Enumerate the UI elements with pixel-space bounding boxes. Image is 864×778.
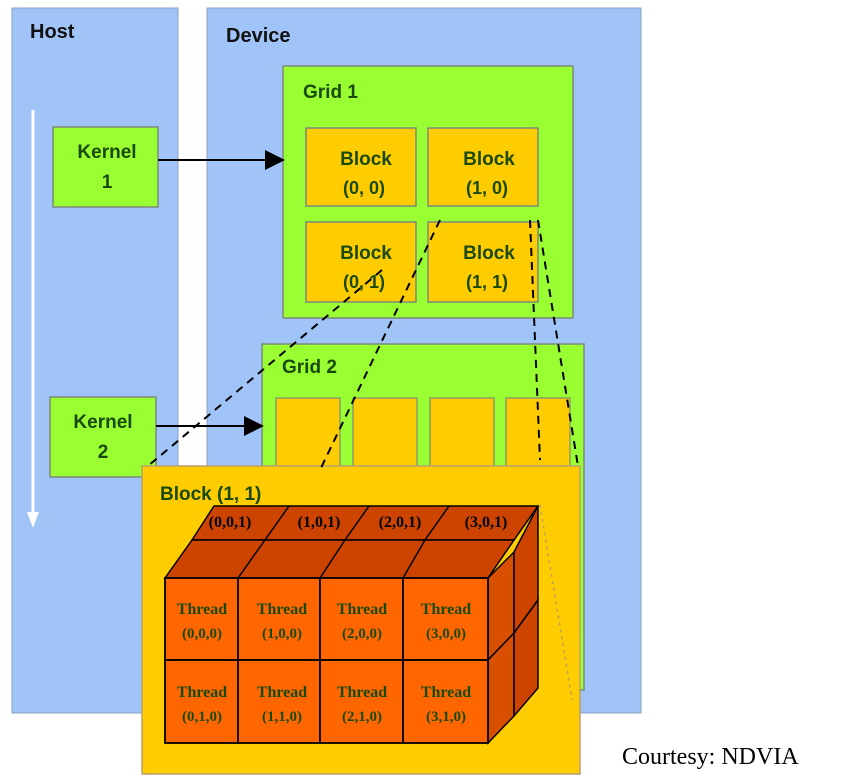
grid1-block-0-0 — [305, 127, 417, 207]
grid1-block-0-1-label: Block — [340, 243, 392, 264]
grid1-block-1-1-coord: (1, 1) — [466, 272, 508, 292]
thread-face-1-0-0 — [237, 577, 321, 661]
front-top-div-1 — [237, 539, 266, 579]
kernel-2-number: 2 — [98, 442, 109, 463]
back-top-div-3 — [424, 505, 450, 541]
front-top-div-2 — [319, 539, 346, 579]
thread-face-2-1-0 — [319, 659, 404, 744]
device-title: Device — [226, 25, 291, 47]
grid2-block-3 — [505, 397, 571, 479]
grid1-block-1-1 — [427, 221, 539, 303]
thread-coord-0-0-0: (0,0,0) — [182, 626, 222, 642]
top-thread-0: (0,0,1) — [209, 514, 252, 531]
host-title: Host — [30, 21, 75, 43]
zoom-line-2 — [319, 219, 441, 471]
cube-far-side-bottom — [513, 597, 539, 719]
host-timeline-arrowhead — [27, 512, 39, 528]
thread-face-1-1-0 — [237, 659, 321, 744]
back-top-div-1 — [264, 505, 290, 541]
grid1-block-1-0-coord: (1, 0) — [466, 178, 508, 198]
thread-face-0-1-0 — [164, 659, 239, 744]
front-top-div-3 — [402, 539, 426, 579]
grid1-block-0-0-label: Block — [340, 149, 392, 170]
thread-coord-0-1-0: (0,1,0) — [182, 709, 222, 725]
thread-coord-2-0-0: (2,0,0) — [342, 626, 382, 642]
thread-coord-2-1-0: (2,1,0) — [342, 709, 382, 725]
thread-coord-1-0-0: (1,0,0) — [262, 626, 302, 642]
thread-word-2-0-0: Thread — [337, 601, 387, 618]
thread-word-2-1-0: Thread — [337, 684, 387, 701]
grid-2-title: Grid 2 — [282, 357, 337, 378]
courtesy-caption: Courtesy: NDVIA — [622, 744, 799, 770]
thread-word-1-1-0: Thread — [257, 684, 307, 701]
top-thread-1: (1,0,1) — [298, 514, 341, 531]
grid1-block-0-1-coord: (0, 1) — [343, 272, 385, 292]
zoom-line-1 — [147, 269, 383, 467]
grid1-block-0-0-coord: (0, 0) — [343, 178, 385, 198]
thread-coord-3-1-0: (3,1,0) — [426, 709, 466, 725]
back-top-div-2 — [344, 505, 370, 541]
kernel-2-box — [49, 396, 157, 478]
kernel-1-number: 1 — [102, 172, 113, 193]
thread-cube — [163, 505, 540, 745]
thread-word-3-0-0: Thread — [421, 601, 471, 618]
thread-face-0-0-0 — [164, 577, 239, 661]
thread-word-3-1-0: Thread — [421, 684, 471, 701]
grid1-block-1-0 — [427, 127, 539, 207]
thread-word-0-0-0: Thread — [177, 601, 227, 618]
thread-word-0-1-0: Thread — [177, 684, 227, 701]
grid1-block-1-0-label: Block — [463, 149, 515, 170]
grid-1-title: Grid 1 — [303, 82, 358, 103]
thread-face-3-0-0 — [402, 577, 489, 661]
kernel-2-label: Kernel — [73, 412, 132, 433]
zoom-line-3 — [529, 219, 541, 461]
grid2-block-2 — [429, 397, 495, 479]
thread-word-1-0-0: Thread — [257, 601, 307, 618]
block-detail-title: Block (1, 1) — [160, 484, 261, 505]
thread-face-3-1-0 — [402, 659, 489, 744]
kernel-1-label: Kernel — [77, 142, 136, 163]
thread-coord-1-1-0: (1,1,0) — [262, 709, 302, 725]
thread-coord-3-0-0: (3,0,0) — [426, 626, 466, 642]
cube-front-top — [163, 539, 516, 579]
zoom-line-faint — [539, 504, 573, 701]
top-thread-2: (2,0,1) — [379, 514, 422, 531]
grid1-block-1-1-label: Block — [463, 243, 515, 264]
top-thread-3: (3,0,1) — [465, 514, 508, 531]
kernel-1-box — [52, 126, 159, 208]
thread-face-2-0-0 — [319, 577, 404, 661]
